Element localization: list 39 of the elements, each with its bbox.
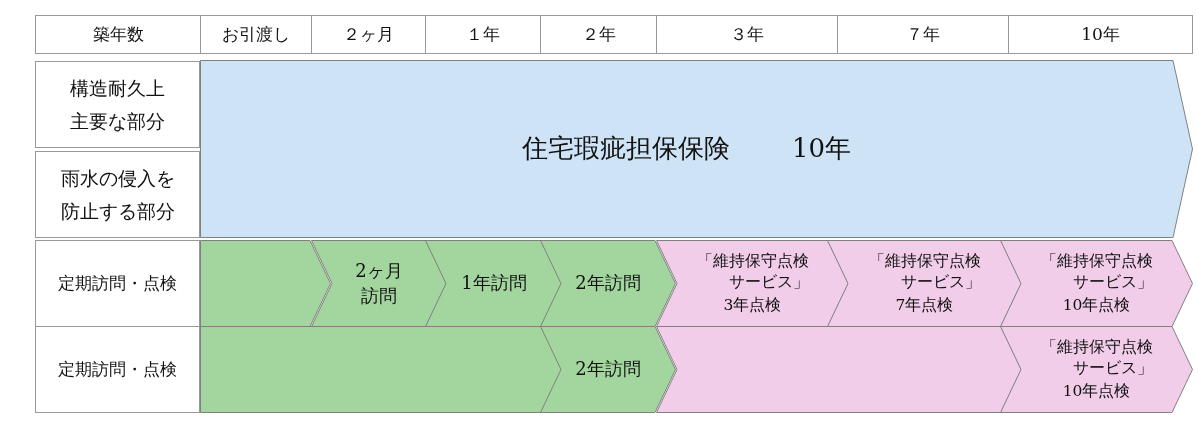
row-header-box bbox=[35, 326, 200, 413]
header-cell: １年 bbox=[425, 15, 541, 54]
header-cell: ２年 bbox=[540, 15, 657, 54]
row-header-box bbox=[35, 151, 200, 238]
timeline-segment bbox=[311, 240, 447, 327]
header-cell: ３年 bbox=[656, 15, 838, 54]
segment-label: 「維持保守点検サービス」 bbox=[868, 251, 982, 292]
timeline-segment bbox=[540, 326, 676, 413]
segment-label: 2年訪問 bbox=[575, 271, 641, 296]
segment-label: 3年点検 bbox=[723, 294, 782, 316]
segment-label: 「維持保守点検サービス」 bbox=[1040, 251, 1154, 292]
segment-label: 2年訪問 bbox=[575, 357, 641, 382]
segment-label: 2ヶ月訪問 bbox=[354, 259, 404, 308]
segment-label: 7年点検 bbox=[895, 294, 954, 316]
header-cell: ２ヶ月 bbox=[311, 15, 426, 54]
segment-label: 10年点検 bbox=[1062, 294, 1131, 316]
timeline-segment bbox=[1000, 326, 1193, 413]
row-header-label: 定期訪問・点検 bbox=[58, 272, 177, 296]
row-header-label: 雨水の侵入を防止する部分 bbox=[59, 166, 176, 224]
band-label: 10年 bbox=[791, 132, 852, 166]
row-header-label: 構造耐久上主要な部分 bbox=[69, 76, 166, 134]
segment-label: 「維持保守点検サービス」 bbox=[696, 251, 810, 292]
timeline-segment bbox=[656, 326, 1022, 413]
timeline-segment bbox=[200, 240, 331, 327]
header-cell: ７年 bbox=[837, 15, 1009, 54]
header-cell: お引渡し bbox=[200, 15, 312, 54]
segment-label: 「維持保守点検サービス」 bbox=[1040, 337, 1154, 378]
band-label: 住宅瑕疵担保保険 bbox=[521, 132, 730, 166]
timeline-segment bbox=[540, 240, 676, 327]
row-header-box bbox=[35, 240, 200, 327]
timeline-segment bbox=[1000, 240, 1193, 327]
row-header-box bbox=[35, 61, 200, 148]
header-cell: 築年数 bbox=[35, 15, 201, 54]
timeline-band bbox=[200, 60, 1193, 238]
row-header-label: 定期訪問・点検 bbox=[58, 358, 177, 382]
header-cell: 10年 bbox=[1008, 15, 1193, 54]
segment-label: 10年点検 bbox=[1062, 380, 1131, 402]
segment-label: 1年訪問 bbox=[461, 271, 527, 296]
timeline-segment bbox=[425, 240, 563, 327]
